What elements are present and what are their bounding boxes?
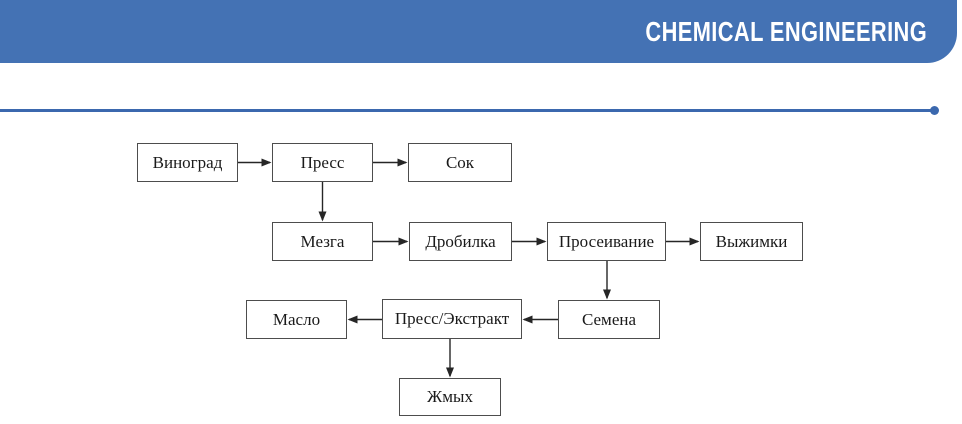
node-label: Просеивание [558, 231, 655, 251]
node-mezga: Мезга [272, 222, 373, 261]
node-label: Пресс/Экстракт [394, 309, 510, 328]
node-zhmykh: Жмых [399, 378, 501, 416]
header-banner: CHEMICAL ENGINEERING [0, 0, 957, 63]
node-press: Пресс [272, 143, 373, 182]
node-label: Сок [445, 152, 475, 172]
node-semena: Семена [558, 300, 660, 339]
node-vyzhimki: Выжимки [700, 222, 803, 261]
node-maslo: Масло [246, 300, 347, 339]
node-label: Выжимки [715, 231, 788, 251]
node-label: Дробилка [425, 231, 496, 251]
node-sok: Сок [408, 143, 512, 182]
node-label: Виноград [152, 152, 223, 172]
node-label: Масло [272, 309, 321, 329]
page-title: CHEMICAL ENGINEERING [645, 15, 927, 47]
divider-line [0, 109, 938, 112]
node-label: Семена [581, 309, 637, 329]
node-label: Мезга [300, 231, 345, 251]
node-label: Пресс [300, 152, 345, 172]
node-drobilka: Дробилка [409, 222, 512, 261]
divider-end-dot [930, 106, 939, 115]
node-press-extract: Пресс/Экстракт [382, 299, 522, 339]
node-vinograd: Виноград [137, 143, 238, 182]
node-label: Жмых [427, 387, 473, 406]
node-proseivanie: Просеивание [547, 222, 666, 261]
